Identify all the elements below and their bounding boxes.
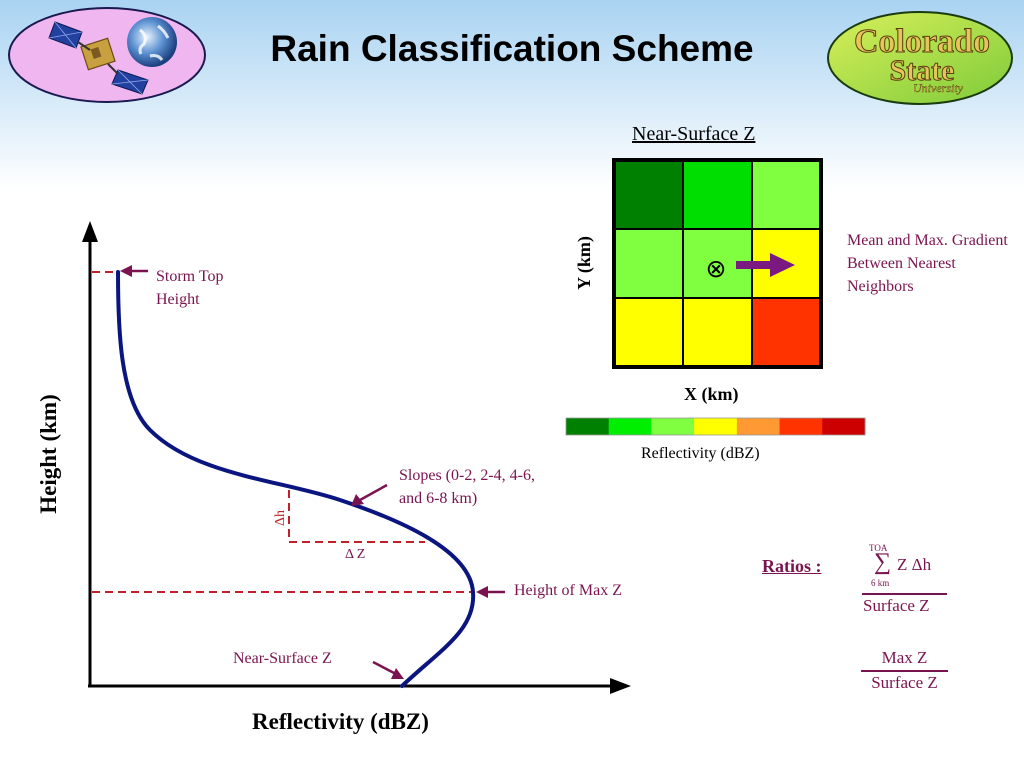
grid-cell-r2-c2 (751, 297, 822, 368)
delta-z-label: Δ Z (345, 547, 366, 562)
colorbar-swatch-4 (736, 418, 781, 435)
reflectivity-colorbar (566, 418, 866, 435)
reflectivity-profile-curve (116, 270, 476, 688)
near-surface-arrow-icon (391, 668, 404, 679)
grid-cell-r0-c0 (613, 159, 684, 230)
colorbar-swatch-5 (779, 418, 823, 435)
gradient-arrow-icon (736, 253, 795, 277)
profile-axes (82, 221, 631, 694)
colorbar-swatch-3 (694, 418, 738, 435)
grid-cell-r0-c1 (682, 159, 753, 230)
colorbar-label: Reflectivity (dBZ) (641, 445, 760, 462)
csu-logo-university: University (913, 81, 964, 95)
satellite-icon (48, 21, 149, 95)
grid-y-label: Y (km) (574, 236, 595, 290)
grid-cell-r1-c0 (613, 228, 684, 299)
summation-icon: ∑ (874, 549, 892, 575)
delta-h-label: Δh (273, 510, 288, 526)
slopes-arrow-icon (351, 494, 364, 506)
center-cell-marker-icon: ⊗ (706, 254, 727, 283)
ratios-label: Ratios : (762, 556, 822, 576)
slide-title: Rain Classification Scheme (270, 28, 754, 69)
satellite-logo (8, 7, 206, 103)
max-z-arrow-icon (476, 586, 488, 598)
grid-cell-r2-c0 (613, 297, 684, 368)
colorbar-swatch-1 (608, 418, 652, 435)
csu-logo-colorado: Colorado (854, 23, 990, 60)
sum-upper-limit: TOA (869, 543, 888, 553)
grid-x-label: X (km) (684, 384, 739, 404)
csu-logo: Colorado State University (827, 11, 1013, 105)
csu-logo-state: State (890, 54, 955, 87)
ratio1-fraction-bar (862, 593, 947, 595)
gradient-annotation: Mean and Max. Gradient Between Nearest N… (847, 232, 1008, 295)
storm-top-arrow-icon (120, 265, 132, 277)
grid-title: Near-Surface Z (632, 123, 756, 145)
earth-icon (127, 17, 177, 67)
profile-annotation-arrows (120, 265, 505, 679)
slopes-label: Slopes (0-2, 2-4, 4-6, and 6-8 km) (399, 467, 535, 507)
colorbar-swatch-2 (651, 418, 695, 435)
ratio2-numerator: Max Z (861, 648, 948, 672)
x-axis-label: Reflectivity (dBZ) (252, 709, 429, 734)
grid-border (612, 158, 823, 369)
ratio1-denominator: Surface Z (863, 596, 930, 615)
y-axis-arrowhead (82, 221, 98, 242)
ratio2-fraction: Max Z Surface Z (861, 648, 948, 693)
y-axis-label: Height (km) (36, 394, 61, 513)
colorbar-swatch-6 (822, 418, 866, 435)
ratio2-denominator: Surface Z (871, 673, 938, 692)
colorbar-swatch-0 (566, 418, 610, 435)
x-axis-arrowhead (610, 678, 631, 694)
grid-cell-r0-c2 (751, 159, 822, 230)
sum-term: Z Δh (897, 555, 932, 574)
max-z-label: Height of Max Z (514, 582, 622, 599)
storm-top-label: Storm Top Height (156, 268, 224, 308)
near-surface-label: Near-Surface Z (233, 650, 332, 667)
sum-lower-limit: 6 km (871, 578, 890, 588)
profile-guides (92, 271, 474, 593)
grid-cell-r2-c1 (682, 297, 753, 368)
